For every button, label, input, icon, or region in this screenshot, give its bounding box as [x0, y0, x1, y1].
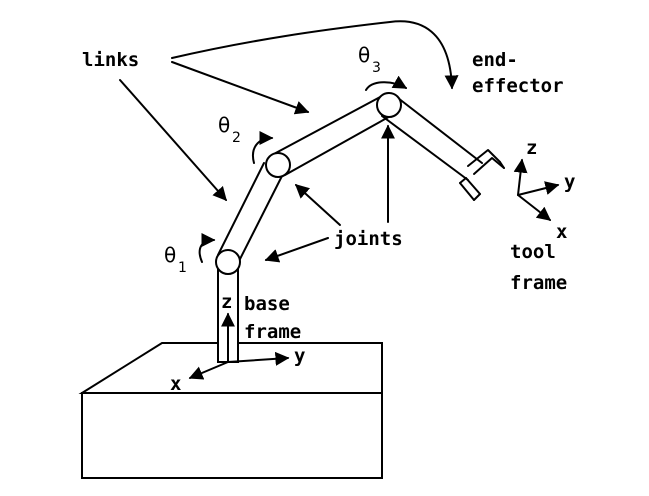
joint-1-circle — [215, 249, 241, 275]
theta-3-label: θ 3 — [358, 43, 381, 76]
base-x-axis-label: x — [170, 373, 181, 395]
theta-2-label: θ 2 — [218, 113, 241, 146]
gripper — [459, 149, 505, 201]
theta-1-symbol: θ — [164, 243, 176, 267]
tool-frame-label-line2: frame — [510, 272, 567, 294]
link-1 — [217, 162, 285, 264]
rotation-arrow-2 — [252, 131, 274, 164]
end-effector-label-line1: end- — [472, 49, 518, 71]
theta-3-subscript: 3 — [372, 60, 381, 76]
joint-pointer-arrows — [264, 124, 395, 263]
tool-z-axis-label: z — [526, 137, 537, 159]
theta-2-symbol: θ — [218, 113, 230, 137]
base-y-axis-label: y — [294, 345, 305, 367]
end-effector-label-line2: effector — [472, 75, 564, 97]
joint-2-circle — [265, 152, 291, 178]
theta-1-label: θ 1 — [164, 243, 187, 276]
joints-label: joints — [334, 228, 403, 250]
base-z-axis-label: z — [221, 291, 232, 313]
rotation-arrow-3 — [365, 75, 408, 91]
tool-y-axis-label: y — [564, 171, 575, 193]
rotation-arrow-1 — [198, 233, 216, 263]
link-pointer-arrows — [119, 20, 459, 202]
joint-3-circle — [376, 92, 402, 118]
base-frame-axes — [188, 312, 290, 380]
links-label: links — [82, 49, 139, 71]
theta-2-subscript: 2 — [232, 130, 241, 146]
base-block — [78, 342, 383, 479]
theta-1-subscript: 1 — [178, 260, 187, 276]
theta-3-symbol: θ — [358, 43, 370, 67]
tool-frame-axes — [513, 158, 560, 221]
base-frame-label-line2: frame — [244, 321, 301, 343]
link-2 — [271, 95, 395, 176]
base-frame-label-line1: base — [244, 293, 290, 315]
tool-x-axis-label: x — [556, 221, 567, 243]
link-3 — [381, 97, 483, 181]
tool-frame-label-line1: tool — [510, 241, 556, 263]
